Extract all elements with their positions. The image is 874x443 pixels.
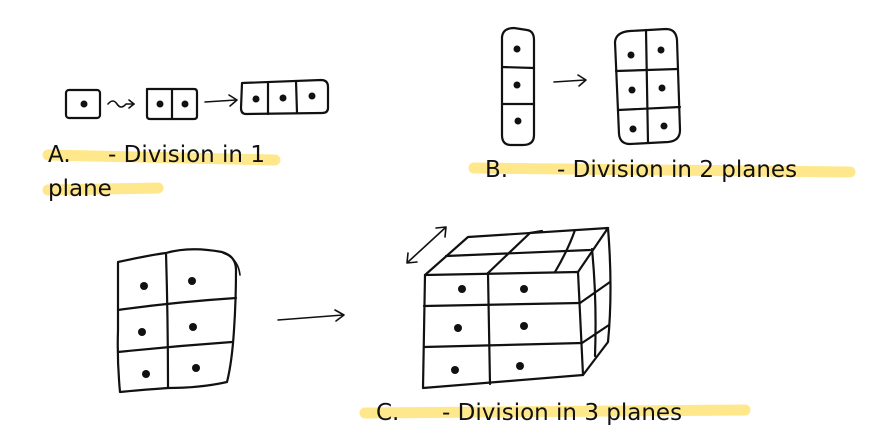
panel-a-drawing (64, 78, 330, 121)
highlight-a-line2 (42, 182, 164, 196)
panel-c-letter: C. (376, 400, 400, 426)
panel-a-arrow-1 (107, 100, 135, 108)
panel-c-label: C. - Division in 3 planes (376, 400, 682, 426)
panel-c-text: - Division in 3 planes (442, 400, 683, 426)
panel-a-arrow-2 (204, 99, 237, 103)
panel-c-drawing (116, 226, 612, 394)
panel-b-drawing (500, 26, 682, 147)
panel-a-text-line1: - Division in 1 (108, 142, 265, 168)
panel-a-label-line2: plane (48, 176, 112, 202)
label-highlights (42, 149, 856, 419)
panel-b-block (613, 27, 682, 146)
panel-c-arrow (277, 314, 344, 321)
highlight-a-line1 (42, 149, 281, 166)
panel-a-cell-1 (64, 88, 102, 120)
panel-c-sheet (116, 248, 238, 394)
panel-a-cells-2 (145, 87, 199, 121)
highlight-c (359, 404, 751, 419)
panel-c-cube-top (423, 226, 610, 277)
panel-b-label: B. - Division in 2 planes (485, 157, 797, 183)
panel-c-cube-front (421, 270, 585, 390)
panel-a-nucleus (80, 100, 88, 108)
panel-b-column (500, 26, 536, 147)
panel-a-letter: A. (48, 142, 71, 168)
panel-b-letter: B. (485, 157, 509, 183)
panel-b-text: - Division in 2 planes (557, 157, 798, 183)
highlight-b (468, 162, 856, 178)
panel-b-arrow (553, 79, 586, 83)
panel-c-depth-arrow (407, 227, 446, 263)
panel-a-text-line2: plane (48, 176, 112, 202)
panel-a-label: A. - Division in 1 (48, 142, 265, 168)
panel-a-cells-3 (239, 78, 330, 116)
panel-c-cube-side (581, 226, 612, 377)
